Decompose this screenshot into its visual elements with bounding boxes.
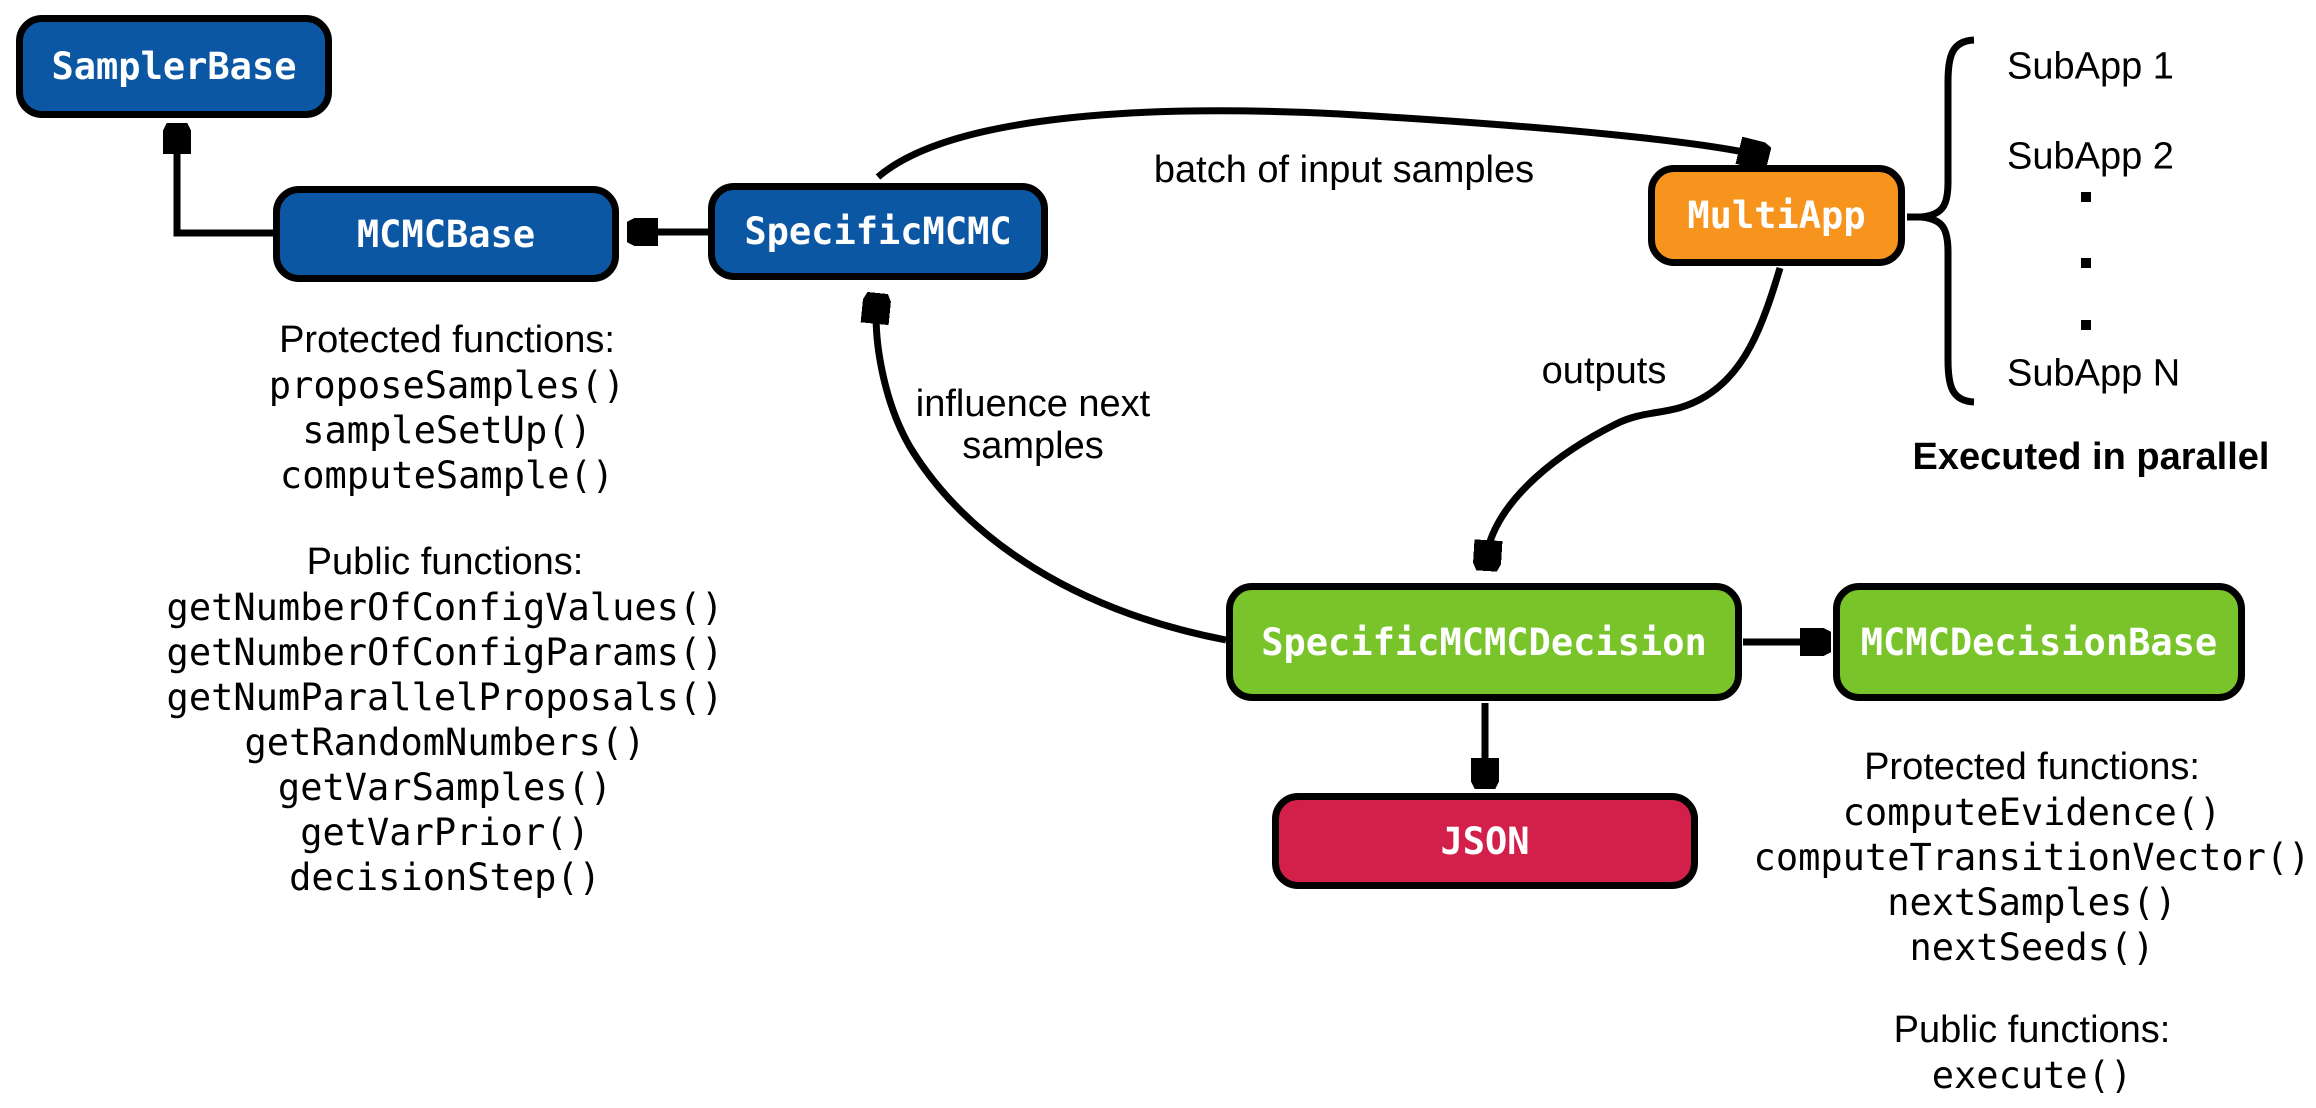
function-name: sampleSetUp() [302,409,592,452]
function-name: proposeSamples() [268,364,626,407]
label-batch-of-input-samples: batch of input samples [1153,149,1535,191]
public-functions-list: execute() [1894,1053,2171,1098]
function-name: getNumberOfConfigValues() [166,586,724,629]
subapp-brace [1920,36,1975,406]
function-name: getVarSamples() [277,766,613,809]
function-name: getNumberOfConfigParams() [166,631,724,674]
function-name: getNumParallelProposals() [166,676,724,719]
protected-functions-list: proposeSamples()sampleSetUp()computeSamp… [269,363,625,498]
mcmcbase-public-functions: Public functions: getNumberOfConfigValue… [167,540,724,900]
public-functions-title: Public functions: [1893,1009,2171,1051]
mcmcbase-protected-functions: Protected functions: proposeSamples()sam… [269,318,625,498]
label-influence-line2: samples [962,425,1104,467]
function-name: getVarPrior() [300,811,590,854]
ellipsis-dot [2081,192,2091,202]
function-name: nextSeeds() [1909,926,2155,969]
label-outputs: outputs [1541,350,1667,392]
box-specific-mcmc-decision: SpecificMCMCDecision [1226,583,1742,701]
box-json: JSON [1272,793,1698,889]
executed-in-parallel-note: Executed in parallel [1912,436,2270,478]
subapp-2-label: SubApp 2 [2007,135,2174,178]
function-name: computeSample() [279,454,615,497]
public-functions-list: getNumberOfConfigValues()getNumberOfConf… [167,585,724,900]
ellipsis-dot [2081,258,2091,268]
curve-influence-next-samples [876,300,1227,644]
arrow-mcmcbase-to-samplerbase [177,130,273,237]
curve-outputs [1487,266,1784,564]
decisionbase-public-functions: Public functions: execute() [1894,1008,2171,1098]
label-influence-next-samples: influence next samples [916,383,1151,467]
box-multi-app: MultiApp [1648,165,1905,266]
box-specific-mcmc: SpecificMCMC [708,183,1048,280]
function-name: getRandomNumbers() [244,721,646,764]
public-functions-title: Public functions: [306,541,584,583]
protected-functions-list: computeEvidence()computeTransitionVector… [1754,790,2311,970]
function-name: computeEvidence() [1842,791,2222,834]
function-name: nextSamples() [1887,881,2177,924]
decisionbase-protected-functions: Protected functions: computeEvidence()co… [1754,745,2311,970]
box-mcmc-decision-base: MCMCDecisionBase [1833,583,2245,701]
box-sampler-base: SamplerBase [16,15,332,118]
label-influence-line1: influence next [915,383,1151,425]
function-name: decisionStep() [289,856,601,899]
subapp-n-label: SubApp N [2007,352,2181,395]
box-mcmc-base: MCMCBase [273,186,619,282]
function-name: execute() [1931,1054,2133,1097]
subapp-1-label: SubApp 1 [2007,45,2174,88]
protected-functions-title: Protected functions: [1864,746,2200,788]
protected-functions-title: Protected functions: [279,319,615,361]
ellipsis-dot [2081,320,2091,330]
curve-batch-of-input-samples [875,107,1762,180]
function-name: computeTransitionVector() [1753,836,2311,879]
